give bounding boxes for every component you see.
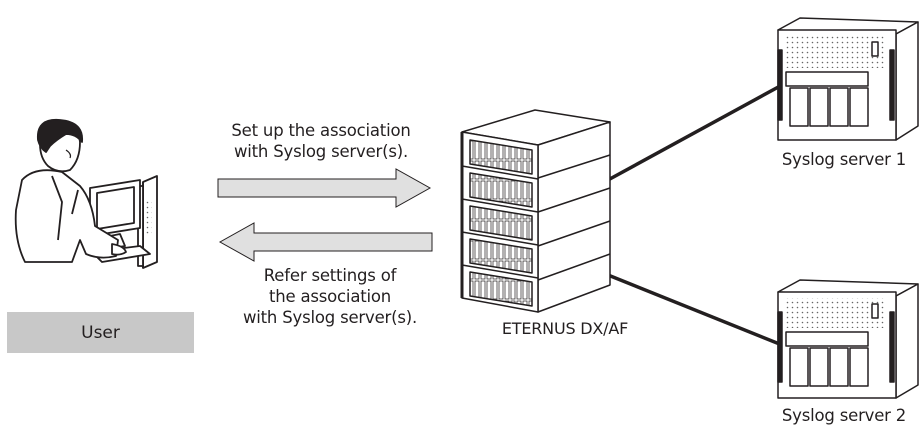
user-label-box: User <box>7 312 194 353</box>
connection-line-server-1 <box>607 83 783 182</box>
setup-label-line-2: with Syslog server(s). <box>233 142 409 161</box>
refer-label: Refer settings of the association with S… <box>222 265 438 328</box>
server-2-label: Syslog server 2 <box>781 406 907 425</box>
setup-label-line-1: Set up the association <box>231 121 411 140</box>
syslog-server-1-icon <box>777 17 919 141</box>
connection-line-server-2 <box>607 273 783 347</box>
refer-arrow <box>218 222 433 262</box>
storage-label: ETERNUS DX/AF <box>501 319 629 338</box>
user-label: User <box>81 322 120 343</box>
user-at-computer-icon <box>14 118 158 269</box>
refer-label-line-3: with Syslog server(s). <box>242 308 418 327</box>
refer-label-line-2: the association <box>268 287 392 306</box>
eternus-storage-icon <box>460 109 611 313</box>
setup-arrow <box>217 168 432 208</box>
syslog-server-2-icon <box>777 279 919 399</box>
server-1-label: Syslog server 1 <box>781 150 907 169</box>
refer-label-line-1: Refer settings of <box>263 266 397 285</box>
setup-label: Set up the association with Syslog serve… <box>208 120 434 162</box>
